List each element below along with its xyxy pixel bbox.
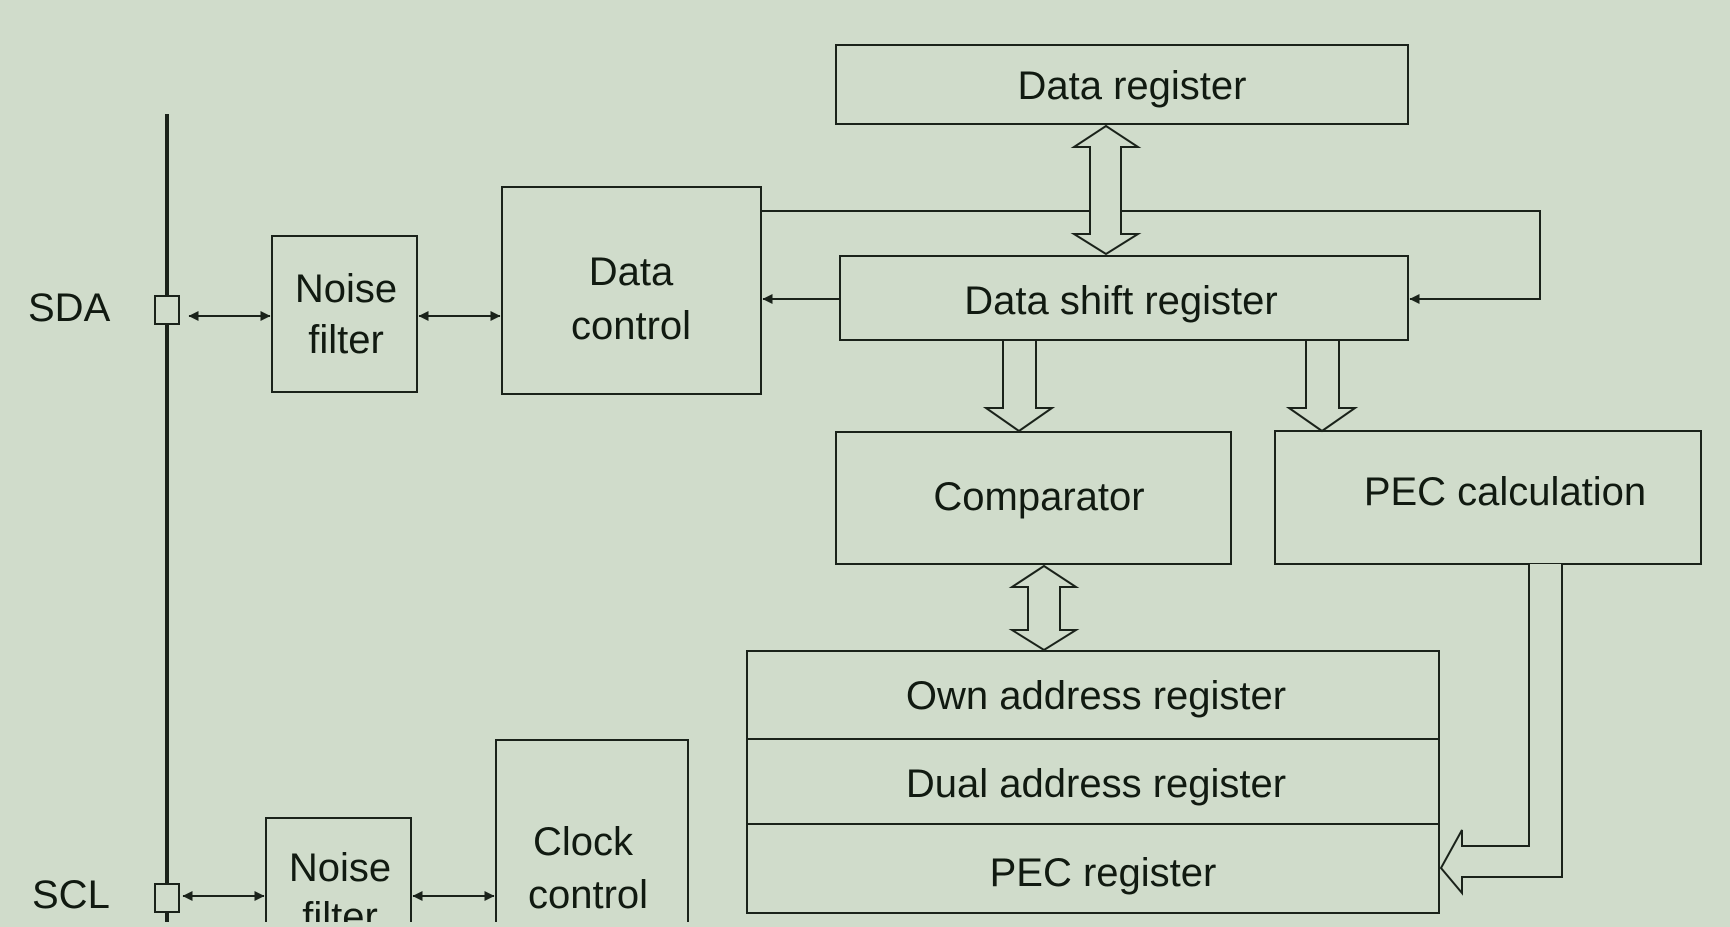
- own-address-register-label: Own address register: [906, 674, 1286, 718]
- noise-filter-sda-box: [271, 235, 418, 393]
- clock-control-box: [495, 739, 689, 927]
- pec-calculation-box: [1274, 430, 1702, 565]
- clock-control-line-2: control: [528, 873, 648, 917]
- pec-calc-to-register-arrow: [1439, 564, 1563, 896]
- scl-pin: [154, 883, 180, 913]
- data-control-box: [501, 186, 762, 395]
- shift-to-pec-arrow: [1285, 341, 1359, 433]
- clock-control-line-1: Clock: [533, 820, 634, 864]
- dual-address-register-label: Dual address register: [906, 762, 1286, 806]
- noise-filter-scl-box: [265, 817, 412, 927]
- data-control-line-2: control: [571, 304, 691, 348]
- data-control-feedback-arrow: [761, 210, 1541, 304]
- sda-label: SDA: [28, 286, 111, 330]
- data-shift-register-label: Data shift register: [964, 279, 1277, 323]
- data-register-label: Data register: [1018, 64, 1247, 108]
- data-control-line-1: Data: [589, 250, 674, 294]
- noise-filter-scl-line-2: filter: [302, 895, 378, 922]
- scl-label: SCL: [32, 873, 110, 917]
- data-register-shift-double-arrow: [1070, 124, 1142, 256]
- shift-to-comparator-arrow: [982, 341, 1056, 433]
- comparator-box: [835, 431, 1232, 565]
- noise-filter-sda-line-2: filter: [308, 318, 384, 362]
- comparator-label: Comparator: [933, 475, 1144, 519]
- noise-filter-scl-line-1: Noise: [289, 846, 391, 890]
- sda-pin: [154, 295, 180, 325]
- pec-register-label: PEC register: [990, 851, 1217, 895]
- data-register-box: [835, 44, 1409, 125]
- pec-register-box: [746, 823, 1440, 914]
- pec-calculation-label: PEC calculation: [1364, 470, 1646, 514]
- comparator-address-double-arrow: [1008, 564, 1080, 652]
- noise-filter-sda-line-1: Noise: [295, 267, 397, 311]
